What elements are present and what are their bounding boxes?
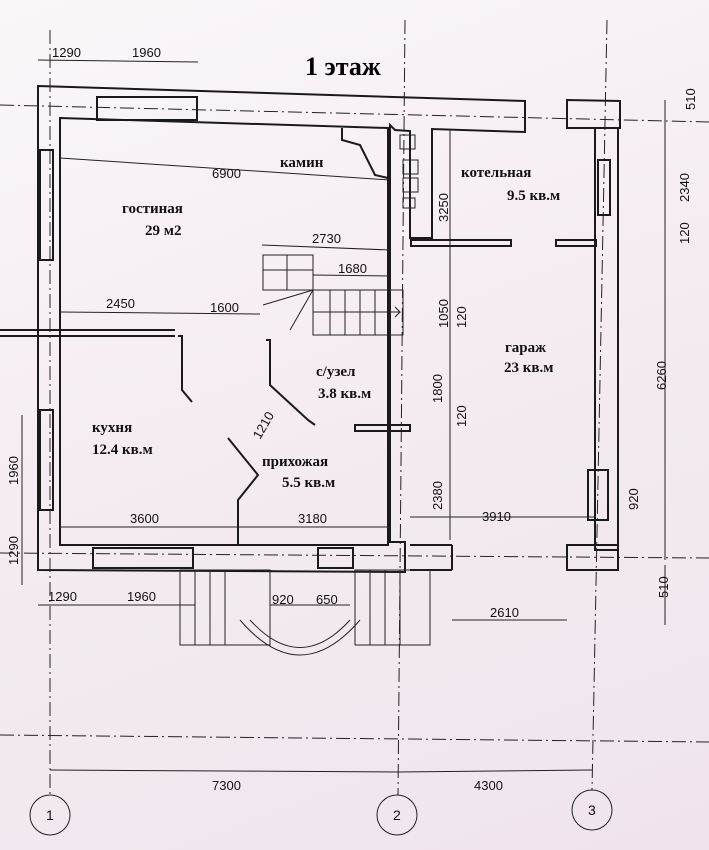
room-kitchen-area: 12.4 кв.м	[92, 442, 153, 458]
dim: 1960	[127, 589, 156, 604]
dim: 1050	[436, 299, 451, 328]
room-living: гостиная	[122, 201, 183, 217]
room-garage: гараж	[505, 340, 546, 356]
walls	[0, 84, 621, 574]
dim: 2610	[490, 605, 519, 620]
room-fireplace: камин	[280, 155, 324, 171]
axis-markers: 1 2 3	[29, 789, 613, 836]
room-boiler-area: 9.5 кв.м	[507, 188, 560, 204]
room-hall: прихожая	[262, 454, 328, 470]
dim: 920	[272, 592, 294, 607]
dim: 3250	[436, 193, 451, 222]
dim: 1680	[338, 261, 367, 276]
dim: 4300	[474, 778, 503, 793]
dim: 2380	[430, 481, 445, 510]
dim: 120	[677, 222, 692, 244]
room-wc-area: 3.8 кв.м	[318, 386, 371, 402]
dim: 120	[454, 306, 469, 328]
dim: 1960	[6, 456, 21, 485]
dim: 920	[626, 488, 641, 510]
dim: 1800	[430, 374, 445, 403]
dim: 120	[454, 405, 469, 427]
axis-lines	[0, 19, 709, 796]
room-hall-area: 5.5 кв.м	[282, 475, 335, 491]
dim: 510	[656, 576, 671, 598]
dim: 2730	[312, 231, 341, 246]
staircase	[179, 134, 431, 656]
axis-circle	[571, 789, 613, 831]
axis-label: 3	[588, 802, 596, 818]
dim: 6260	[654, 361, 669, 390]
room-wc: с/узел	[316, 364, 356, 380]
dim: 1290	[52, 45, 81, 60]
dim: 1290	[6, 536, 21, 565]
room-labels: камин гостиная 29 м2 котельная 9.5 кв.м …	[92, 155, 560, 491]
dim: 3600	[130, 511, 159, 526]
dim: 650	[316, 592, 338, 607]
axis-label: 1	[46, 807, 54, 823]
dim: 510	[683, 88, 698, 110]
room-living-area: 29 м2	[145, 223, 181, 239]
room-boiler: котельная	[461, 165, 531, 181]
axis-circle	[376, 794, 418, 836]
dim: 1960	[132, 45, 161, 60]
dim: 1210	[250, 409, 277, 442]
dim: 7300	[212, 778, 241, 793]
room-kitchen: кухня	[92, 420, 132, 436]
dim: 1290	[48, 589, 77, 604]
axis-label: 2	[393, 807, 401, 823]
axis-circle	[29, 794, 71, 836]
dim: 2450	[106, 296, 135, 311]
floor-title: 1 этаж	[305, 52, 381, 81]
dim: 3910	[482, 509, 511, 524]
dim: 3180	[298, 511, 327, 526]
dim: 2340	[677, 173, 692, 202]
dim: 6900	[212, 166, 241, 181]
dimension-labels: 1290 1960 6900 2730 1680 2450 1600 3250 …	[6, 45, 698, 793]
dim: 1600	[210, 300, 239, 315]
dimension-lines	[21, 59, 666, 773]
room-garage-area: 23 кв.м	[504, 360, 553, 376]
